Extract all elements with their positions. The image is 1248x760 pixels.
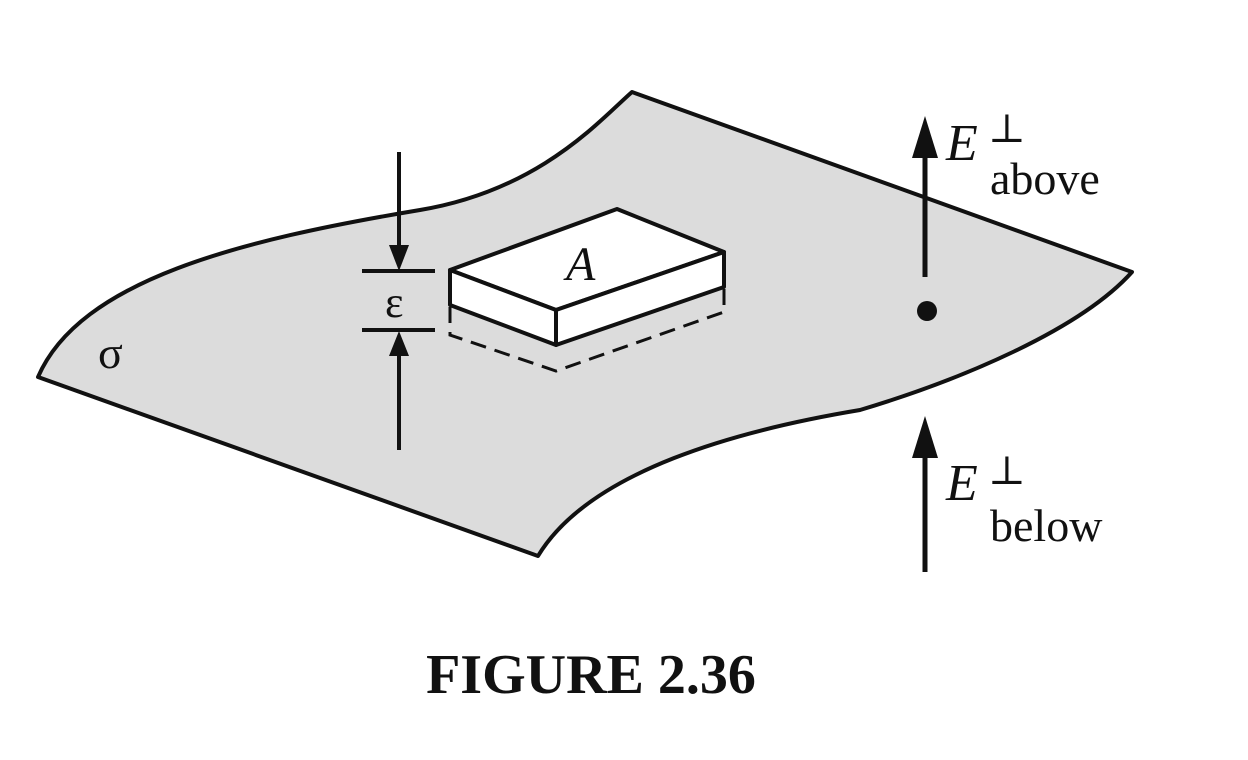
- thickness-arrowhead-up: [389, 331, 409, 356]
- field-below-subscript: below: [990, 500, 1103, 551]
- field-above-arrow: [912, 116, 938, 277]
- field-above-subscript: above: [990, 153, 1100, 204]
- figure-caption: FIGURE 2.36: [426, 644, 756, 706]
- surface-charge-label: σ: [98, 327, 123, 378]
- pillbox-lower-dashed-edge: [448, 287, 726, 373]
- thickness-dimension: [362, 152, 435, 450]
- pillbox-side-face: [554, 250, 726, 347]
- field-above-superscript: ⊥: [988, 106, 1026, 151]
- field-point: [917, 301, 937, 321]
- thickness-label: ε: [385, 278, 403, 327]
- field-below-superscript: ⊥: [988, 448, 1026, 493]
- thickness-arrowhead-down: [389, 245, 409, 271]
- field-above-symbol: E: [945, 115, 978, 172]
- field-below-symbol: E: [945, 455, 978, 512]
- gaussian-pillbox: [448, 207, 726, 373]
- field-below-arrow: [912, 416, 938, 572]
- area-label: A: [563, 238, 596, 291]
